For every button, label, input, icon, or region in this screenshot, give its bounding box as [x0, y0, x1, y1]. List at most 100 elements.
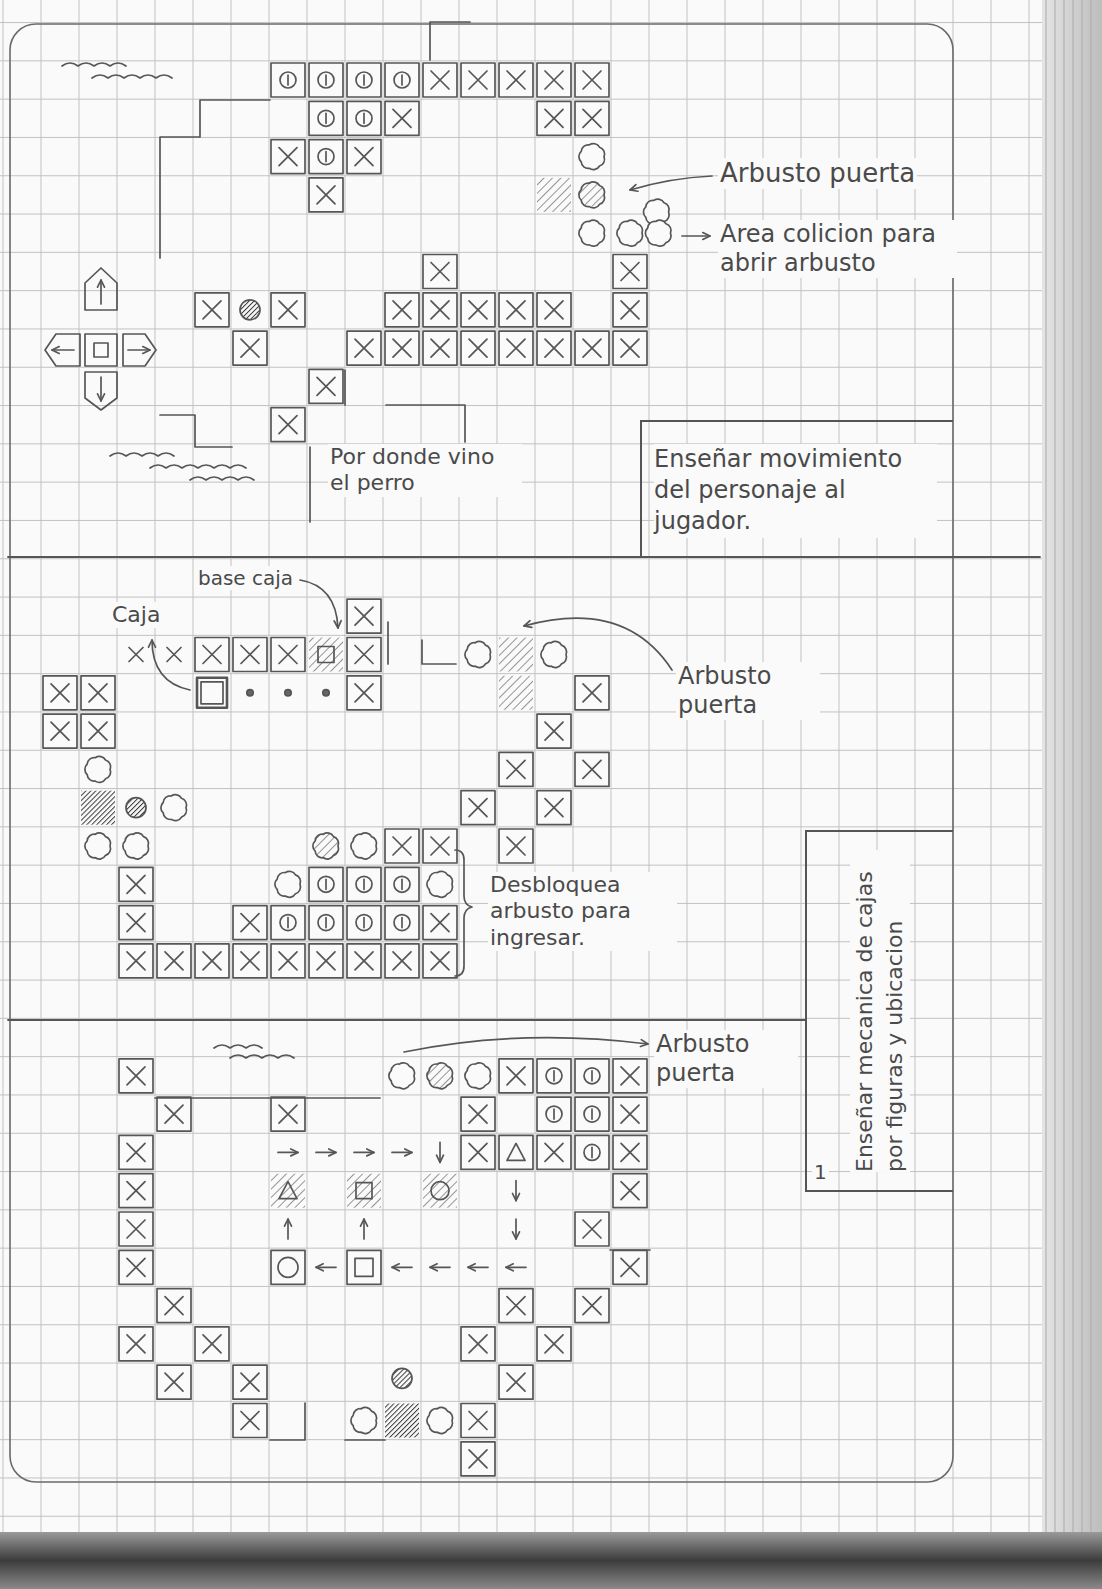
water-wave — [190, 477, 254, 480]
path-arrow-head — [361, 1219, 368, 1226]
bush-symbol — [275, 871, 301, 897]
grid-line — [41, 0, 42, 1532]
x-mark — [507, 1373, 525, 1391]
triangle-symbol — [507, 1143, 525, 1160]
bush-symbol — [579, 182, 605, 208]
cell-square — [423, 255, 457, 289]
circle-stroke — [591, 1109, 593, 1119]
cell-square — [575, 1212, 609, 1246]
cell-square — [271, 944, 305, 978]
x-mark — [469, 301, 487, 319]
grid-line — [687, 0, 688, 1532]
wall-line — [610, 1249, 650, 1251]
page-edges — [1040, 0, 1102, 1589]
x-mark — [507, 301, 525, 319]
sketch-ink — [8, 22, 1040, 1476]
grid-line — [193, 0, 194, 1532]
x-mark — [431, 71, 449, 89]
cell-square — [499, 1135, 533, 1169]
cell-square — [423, 906, 457, 940]
box-symbol — [197, 678, 227, 708]
cell-square — [385, 906, 419, 940]
x-mark — [431, 837, 449, 855]
x-mark — [507, 339, 525, 357]
cell-square — [233, 906, 267, 940]
bush-symbol — [351, 1407, 377, 1433]
x-mark — [393, 837, 411, 855]
x-mark — [393, 109, 411, 127]
grid-line — [0, 597, 1042, 598]
cell-square — [309, 867, 343, 901]
circle-stroke — [325, 879, 327, 889]
cell-square — [271, 906, 305, 940]
cell-square — [195, 638, 229, 672]
wall-line — [344, 370, 346, 405]
cell-square — [347, 1250, 381, 1284]
path-arrow-head — [506, 1264, 513, 1271]
cell-square — [385, 63, 419, 97]
cell-square — [499, 331, 533, 365]
bush-symbol — [85, 756, 111, 782]
circle-stroke — [401, 918, 403, 928]
dpad-arrow — [100, 377, 102, 401]
page-edge-line — [1046, 0, 1047, 1535]
player-ball — [392, 1368, 412, 1388]
cell-square — [385, 944, 419, 978]
cell-square — [575, 63, 609, 97]
dpad-arrow — [128, 349, 150, 351]
cell-square — [537, 1327, 571, 1361]
grid-line — [383, 0, 384, 1532]
grid-line — [0, 137, 1042, 138]
x-mark — [165, 952, 183, 970]
paper-sheet — [0, 0, 1042, 1532]
x-mark — [203, 646, 221, 664]
circle-stroke — [363, 113, 365, 123]
path-arrow-head — [405, 1149, 412, 1156]
bush-symbol — [85, 833, 111, 859]
x-mark — [621, 1182, 639, 1200]
bush-symbol — [465, 1063, 491, 1089]
cell-square — [347, 906, 381, 940]
cell-square — [575, 676, 609, 710]
dpad-arrow-head — [98, 280, 105, 287]
cell-square — [233, 1404, 267, 1438]
cell-square — [233, 638, 267, 672]
x-mark — [621, 1143, 639, 1161]
grid-line — [421, 0, 422, 1532]
x-mark — [545, 1335, 563, 1353]
cell-square — [309, 140, 343, 174]
x-mark — [127, 952, 145, 970]
cell-square — [347, 944, 381, 978]
x-mark — [545, 71, 563, 89]
x-mark — [431, 301, 449, 319]
hatched-cell — [347, 1174, 381, 1208]
dpad-center — [85, 334, 117, 366]
leader-head — [334, 621, 341, 628]
annotation-label: base caja — [196, 566, 295, 590]
numbered-circle — [318, 149, 334, 165]
bush-symbol — [541, 641, 567, 667]
cell-square — [157, 1365, 191, 1399]
cell-square — [271, 408, 305, 442]
numbered-circle — [318, 915, 334, 931]
grid-line — [0, 1209, 1042, 1210]
cell-square — [119, 1212, 153, 1246]
page-edge-line — [1091, 0, 1092, 1535]
water-wave — [62, 63, 126, 66]
cell-square — [195, 944, 229, 978]
x-mark — [583, 1297, 601, 1315]
bush-symbol — [465, 641, 491, 667]
cell-square — [385, 829, 419, 863]
cell-square — [385, 101, 419, 135]
circle-stroke — [325, 152, 327, 162]
cell-square — [347, 867, 381, 901]
cell-square — [461, 1097, 495, 1131]
x-mark — [393, 339, 411, 357]
annotation-label: Arbusto puerta — [676, 662, 820, 720]
cell-square — [309, 369, 343, 403]
hatched-cell — [385, 1404, 419, 1438]
x-mark — [355, 952, 373, 970]
cell-square — [423, 293, 457, 327]
numbered-circle — [546, 1106, 562, 1122]
x-mark — [279, 148, 297, 166]
